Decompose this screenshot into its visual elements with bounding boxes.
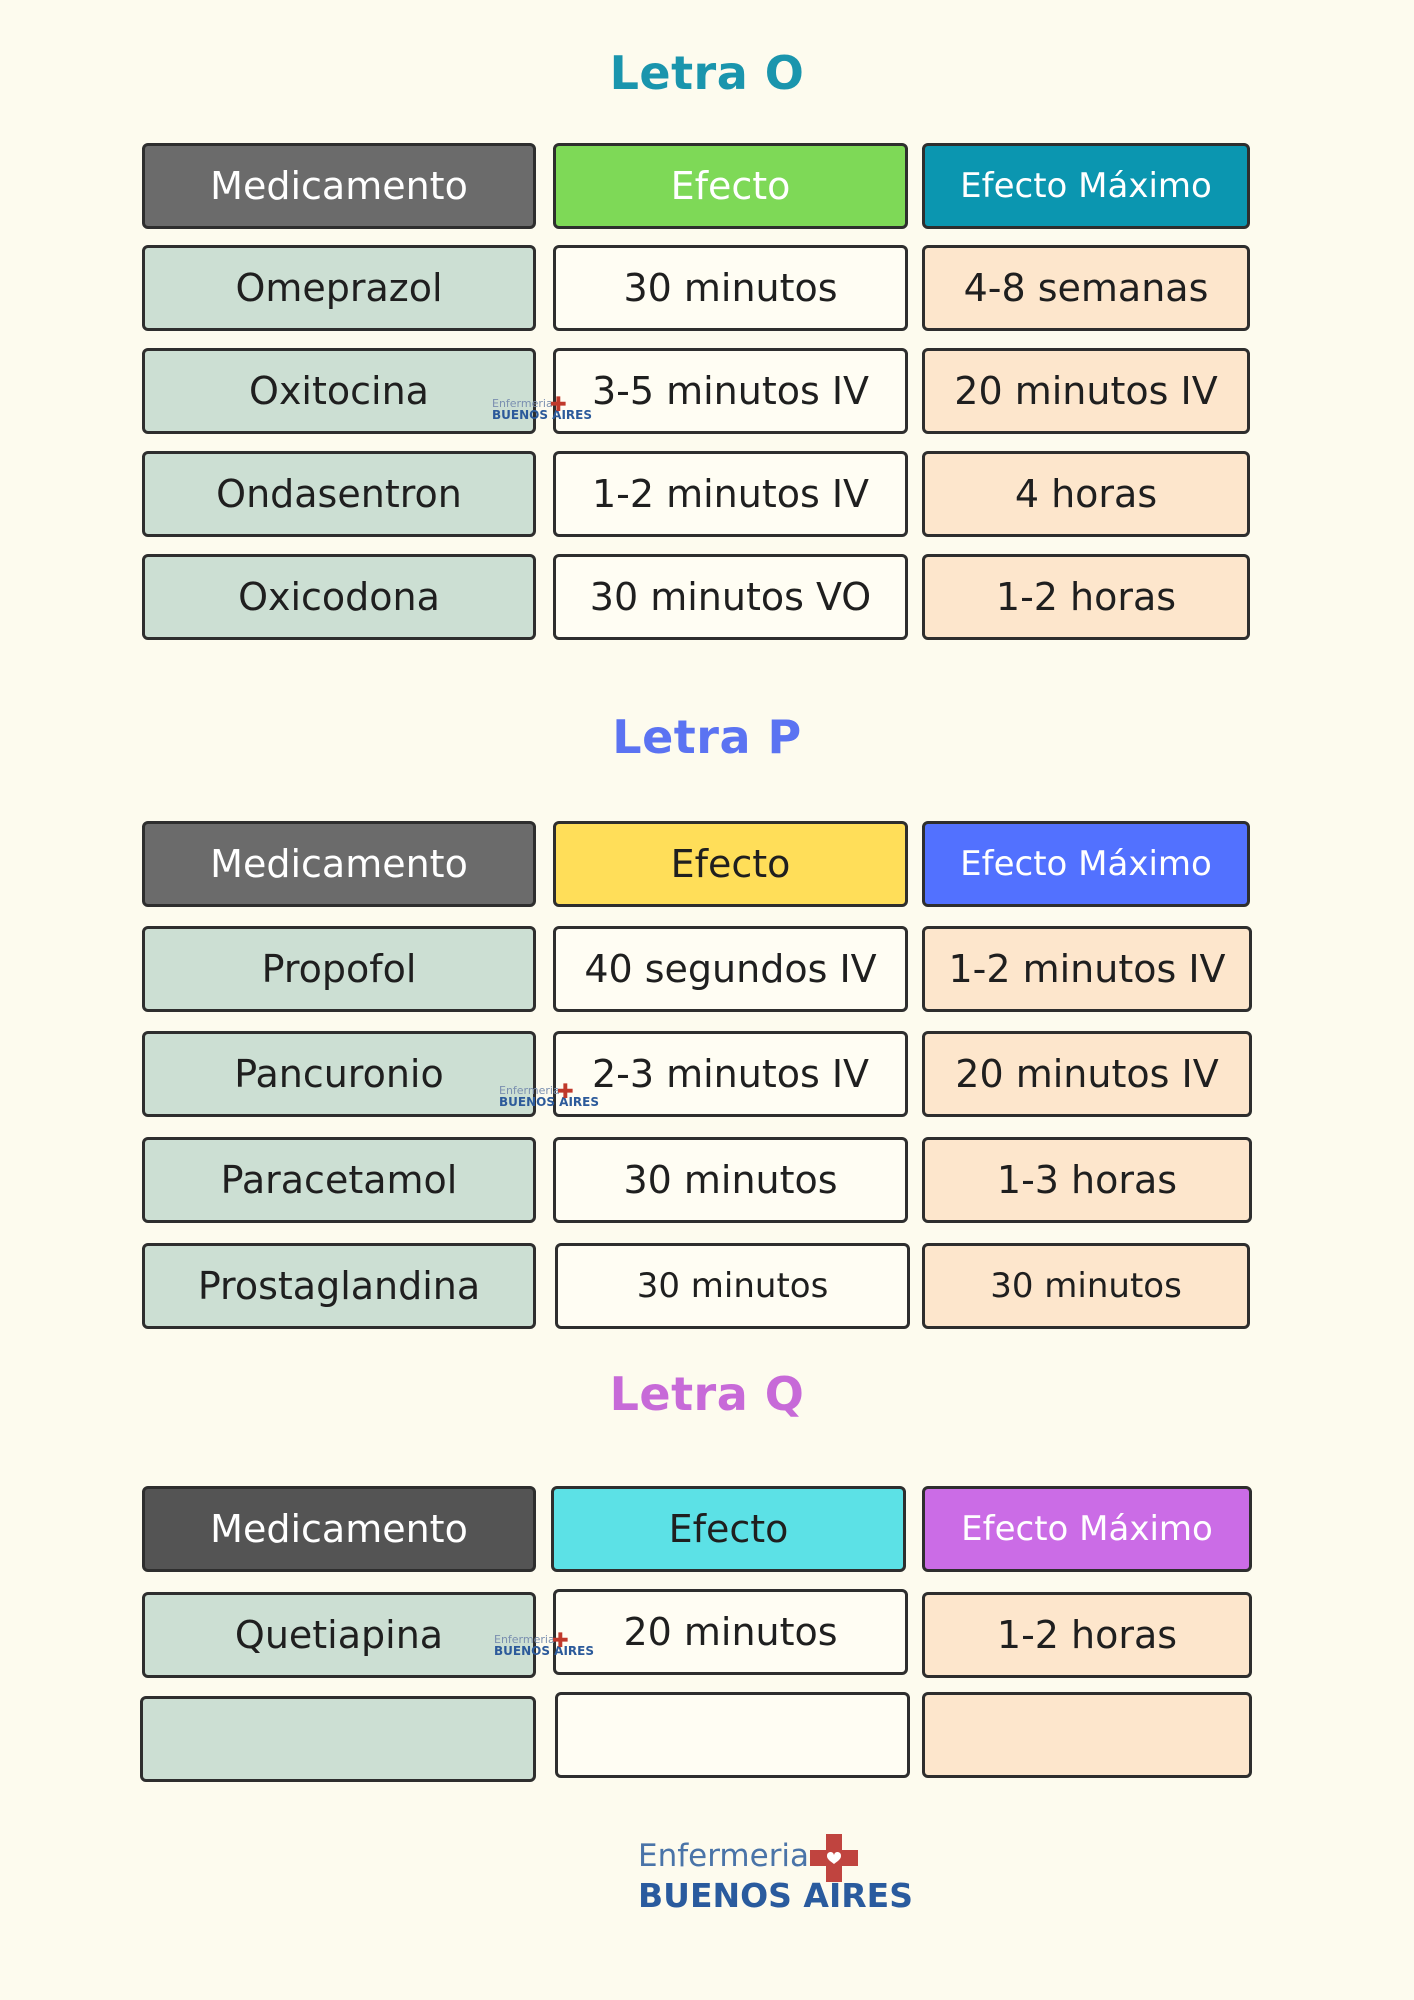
watermark-logo: Enfermeria BUENOS AIRES ✚ (494, 1628, 594, 1658)
header-medicamento: Medicamento (142, 1486, 536, 1572)
cell-efecto-empty (555, 1692, 910, 1778)
header-efecto: Efecto (551, 1486, 906, 1572)
header-efecto-maximo: Efecto Máximo (922, 1486, 1252, 1572)
cell-efecto: 30 minutos (553, 1137, 908, 1223)
cell-medicamento: Propofol (142, 926, 536, 1012)
header-efecto: Efecto (553, 143, 908, 229)
cross-icon: ✚ (557, 1079, 574, 1103)
cell-efecto: 1-2 minutos IV (553, 451, 908, 537)
section-title-o: Letra O (609, 46, 805, 100)
cell-medicamento: Quetiapina (142, 1592, 536, 1678)
cross-icon: ✚ (552, 1628, 569, 1652)
cross-icon: ✚ (550, 392, 567, 416)
cell-medicamento: Omeprazol (142, 245, 536, 331)
logo-text-line1: Enfermeria (638, 1838, 810, 1874)
cell-efecto-maximo: 4-8 semanas (922, 245, 1250, 331)
cell-efecto: 40 segundos IV (553, 926, 908, 1012)
header-efecto-maximo: Efecto Máximo (922, 143, 1250, 229)
cell-medicamento: Ondasentron (142, 451, 536, 537)
cell-efecto: 30 minutos VO (553, 554, 908, 640)
cell-medicamento: Oxicodona (142, 554, 536, 640)
cell-medicamento: Paracetamol (142, 1137, 536, 1223)
cell-medicamento: Prostaglandina (142, 1243, 536, 1329)
footer-logo: Enfermeria BUENOS AIRES (638, 1834, 913, 1915)
header-efecto-maximo: Efecto Máximo (922, 821, 1250, 907)
cell-efecto: 3-5 minutos IV (553, 348, 908, 434)
cell-efecto: 30 minutos (555, 1243, 910, 1329)
cell-medicamento: Oxitocina (142, 348, 536, 434)
cell-efecto-maximo: 30 minutos (922, 1243, 1250, 1329)
cell-efecto: 20 minutos (553, 1589, 908, 1675)
header-efecto: Efecto (553, 821, 908, 907)
cell-efecto-maximo: 20 minutos IV (922, 348, 1250, 434)
watermark-logo: Enfermeria BUENOS AIRES ✚ (499, 1079, 599, 1109)
cell-efecto-maximo: 1-2 horas (922, 554, 1250, 640)
cell-efecto-maximo: 4 horas (922, 451, 1250, 537)
section-title-p: Letra P (612, 710, 802, 764)
cell-efecto-maximo: 1-2 horas (922, 1592, 1252, 1678)
cell-efecto-maximo-empty (922, 1692, 1252, 1778)
cell-medicamento-empty (140, 1696, 536, 1782)
cell-efecto: 30 minutos (553, 245, 908, 331)
watermark-logo: Enfermeria BUENOS AIRES ✚ (492, 392, 592, 422)
medical-cross-icon (810, 1834, 858, 1882)
header-medicamento: Medicamento (142, 143, 536, 229)
section-title-q: Letra Q (609, 1367, 805, 1421)
cell-efecto: 2-3 minutos IV (553, 1031, 908, 1117)
cell-efecto-maximo: 1-2 minutos IV (922, 926, 1252, 1012)
cell-efecto-maximo: 20 minutos IV (922, 1031, 1252, 1117)
cell-medicamento: Pancuronio (142, 1031, 536, 1117)
header-medicamento: Medicamento (142, 821, 536, 907)
logo-text-line2: BUENOS AIRES (638, 1876, 913, 1915)
cell-efecto-maximo: 1-3 horas (922, 1137, 1252, 1223)
